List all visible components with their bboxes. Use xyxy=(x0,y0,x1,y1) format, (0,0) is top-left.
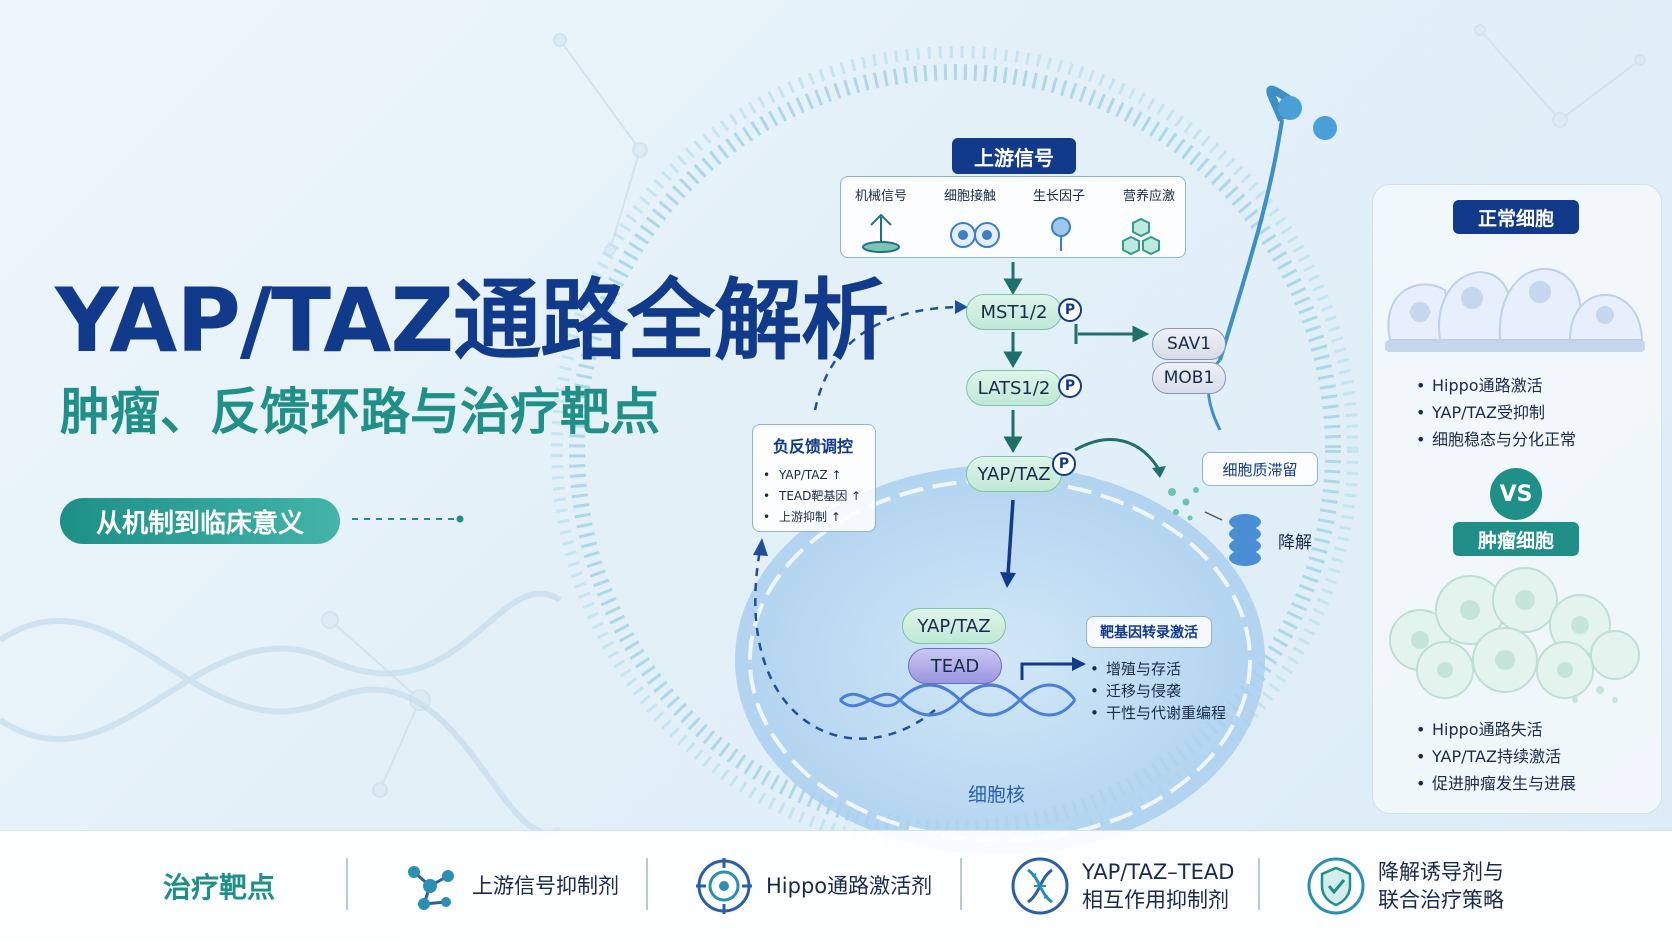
therapy-item-degrader: 降解诱导剂与 联合治疗策略 xyxy=(1306,830,1504,941)
upstream-signal-icons xyxy=(862,213,1160,256)
mechanical-icon xyxy=(862,213,900,253)
tumor-cell-item: 促进肿瘤发生与进展 xyxy=(1414,770,1576,797)
normal-cell-list: Hippo通路激活 YAP/TAZ受抑制 细胞稳态与分化正常 xyxy=(1414,372,1576,453)
tagline-badge: 从机制到临床意义 xyxy=(60,498,340,544)
normal-cell-item: Hippo通路激活 xyxy=(1414,372,1576,399)
yaptaz-phospho-badge: P xyxy=(1052,452,1076,476)
target-icon xyxy=(696,857,752,914)
target-gene-item: 增殖与存活 xyxy=(1088,658,1226,680)
feedback-item: YAP/TAZ ↑ xyxy=(761,465,861,486)
feedback-box: 负反馈调控 YAP/TAZ ↑ TEAD靶基因 ↑ 上游抑制 ↑ xyxy=(752,424,876,532)
normal-cell-label: 正常细胞 xyxy=(1453,200,1579,234)
therapy-item-hippo-activator: Hippo通路激活剂 xyxy=(694,830,932,941)
upstream-signal-label: 上游信号 xyxy=(952,138,1076,174)
tumor-cell-label: 肿瘤细胞 xyxy=(1453,522,1579,556)
tumor-cell-list: Hippo通路失活 YAP/TAZ持续激活 促进肿瘤发生与进展 xyxy=(1414,716,1576,797)
nutrient-stress-icon xyxy=(1122,217,1160,256)
therapy-divider xyxy=(346,858,348,910)
page-subtitle: 肿瘤、反馈环路与治疗靶点 xyxy=(60,383,660,441)
therapy-item-label: Hippo通路激活剂 xyxy=(766,873,933,898)
mst-phospho-badge: P xyxy=(1058,298,1082,322)
normal-cell-item: YAP/TAZ受抑制 xyxy=(1414,399,1576,426)
tumor-cell-item: YAP/TAZ持续激活 xyxy=(1414,743,1576,770)
therapy-item-tead-inhibitor: YAP/TAZ–TEAD 相互作用抑制剂 xyxy=(1010,830,1234,941)
molecule-icon xyxy=(408,865,454,910)
signal-cell-contact: 细胞接触 xyxy=(944,189,997,204)
therapy-item-label: YAP/TAZ–TEAD xyxy=(1082,859,1235,884)
therapy-item-label: 降解诱导剂与 xyxy=(1378,859,1504,884)
vs-badge: VS xyxy=(1490,468,1542,520)
feedback-title: 负反馈调控 xyxy=(773,437,854,456)
cytoplasmic-yaptaz-node: YAP/TAZ xyxy=(966,456,1062,492)
feedback-item: TEAD靶基因 ↑ xyxy=(761,486,861,507)
signal-growth-factor: 生长因子 xyxy=(1033,189,1086,204)
mst-node: MST1/2 xyxy=(966,294,1062,330)
therapy-item-label: 上游信号抑制剂 xyxy=(472,873,619,898)
growth-factor-icon xyxy=(1051,217,1071,251)
target-gene-item: 干性与代谢重编程 xyxy=(1088,702,1226,724)
therapy-item-label: 联合治疗策略 xyxy=(1378,887,1504,912)
target-gene-title: 靶基因转录激活 xyxy=(1086,616,1212,648)
mob1-node: MOB1 xyxy=(1152,362,1226,394)
nucleus-label: 细胞核 xyxy=(968,784,1026,806)
tumor-cell-item: Hippo通路失活 xyxy=(1414,716,1576,743)
upstream-signal-box: 机械信号 细胞接触 生长因子 营养应激 xyxy=(840,176,1186,258)
cytoplasm-retention-label: 细胞质滞留 xyxy=(1202,452,1318,486)
target-gene-list: 增殖与存活 迁移与侵袭 干性与代谢重编程 xyxy=(1088,658,1226,724)
nuclear-yaptaz-node: YAP/TAZ xyxy=(902,608,1006,644)
therapy-bar xyxy=(0,830,1672,942)
therapy-divider xyxy=(960,858,962,910)
tead-node: TEAD xyxy=(908,648,1002,684)
therapy-label: 治疗靶点 xyxy=(163,870,276,904)
signal-mechanical: 机械信号 xyxy=(855,189,908,204)
degradation-label: 降解 xyxy=(1278,533,1312,553)
therapy-item-label: 相互作用抑制剂 xyxy=(1082,887,1229,912)
lats-phospho-badge: P xyxy=(1058,374,1082,398)
therapy-divider xyxy=(646,858,648,910)
target-gene-item: 迁移与侵袭 xyxy=(1088,680,1226,702)
signal-nutrient-stress: 营养应激 xyxy=(1123,189,1176,204)
therapy-item-upstream: 上游信号抑制剂 xyxy=(400,830,619,941)
dna-icon xyxy=(1011,857,1069,914)
normal-cell-item: 细胞稳态与分化正常 xyxy=(1414,426,1576,453)
feedback-item: 上游抑制 ↑ xyxy=(761,507,861,528)
cell-contact-icon xyxy=(950,222,1000,248)
feedback-list: YAP/TAZ ↑ TEAD靶基因 ↑ 上游抑制 ↑ xyxy=(761,465,861,528)
therapy-divider xyxy=(1258,858,1260,910)
lats-node: LATS1/2 xyxy=(966,370,1062,406)
shield-icon xyxy=(1307,857,1365,914)
sav1-node: SAV1 xyxy=(1152,328,1226,360)
page-title: YAP/TAZ通路全解析 xyxy=(55,269,889,372)
